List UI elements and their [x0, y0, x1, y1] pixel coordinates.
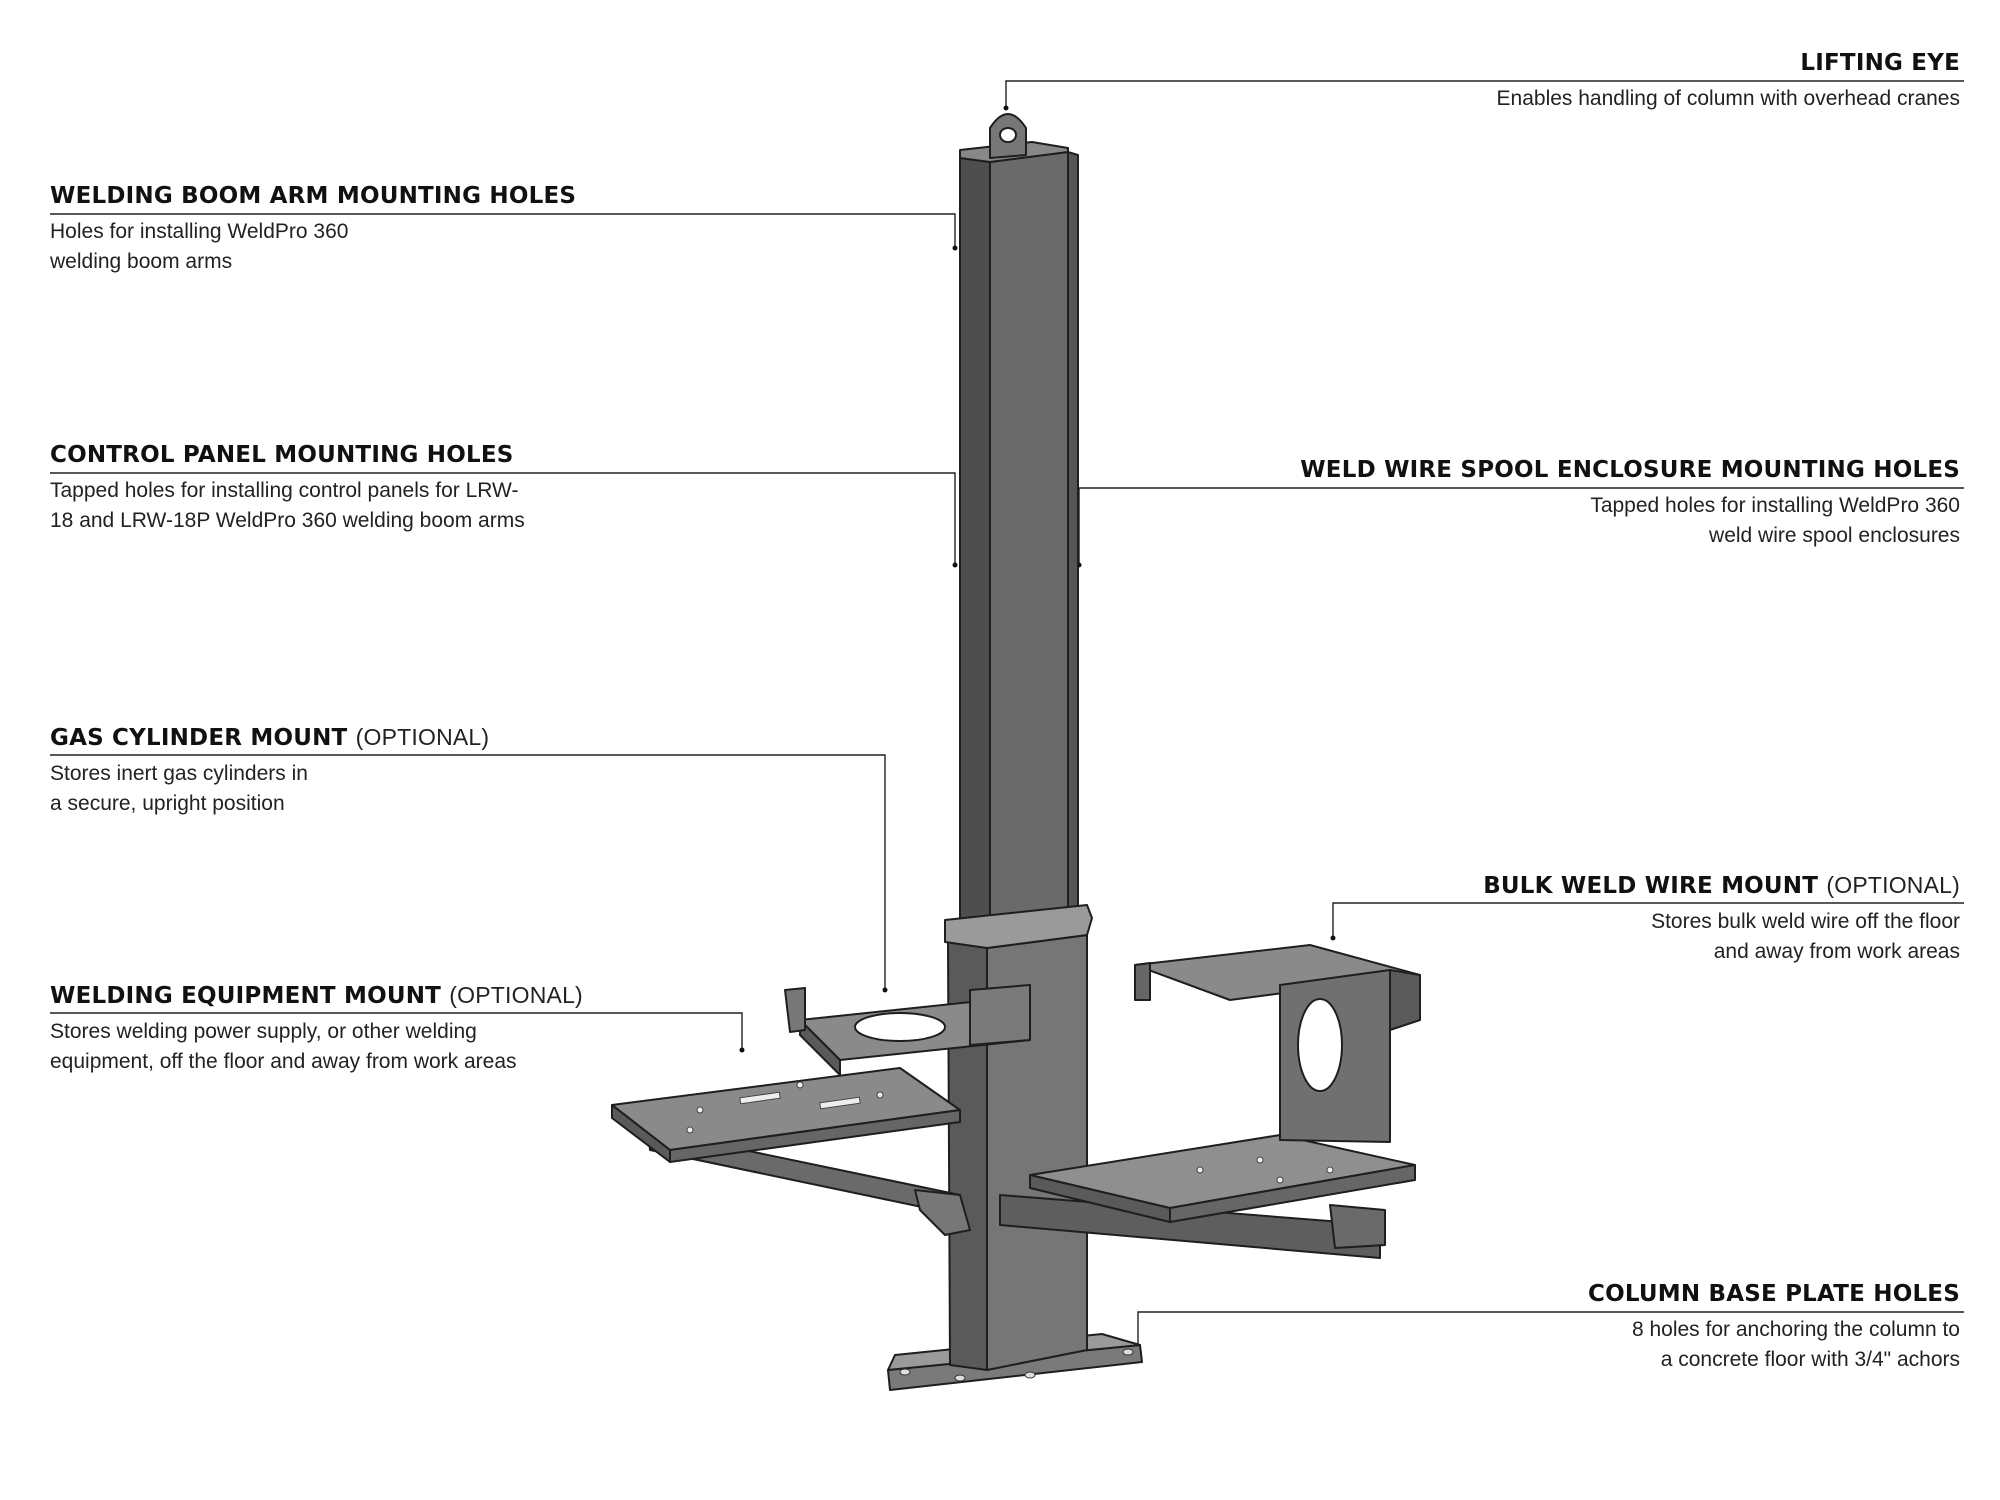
gas-cylinder-mount: [784, 984, 1031, 1076]
leader-equipment-mount: [50, 1012, 743, 1050]
gas-cylinder-mount-desc: Stores inert gas cylinders in a secure, …: [50, 759, 489, 819]
control-panel-holes-desc-line: Tapped holes for installing control pane…: [50, 479, 519, 502]
lifting-eye: [989, 113, 1027, 159]
control-panel-holes-desc: Tapped holes for installing control pane…: [50, 476, 525, 536]
bulk-wire-mount-title: BULK WELD WIRE MOUNT (OPTIONAL): [1483, 872, 1960, 899]
base-plate-holes-desc-line: 8 holes for anchoring the column to: [1631, 1318, 1960, 1341]
equipment-mount-title-text: WELDING EQUIPMENT MOUNT: [50, 983, 442, 1009]
gas-cylinder-mount-desc-line: a secure, upright position: [50, 792, 285, 815]
callout-base-plate-holes: COLUMN BASE PLATE HOLES 8 holes for anch…: [1588, 1281, 1960, 1375]
callout-spool-enclosure-holes: WELD WIRE SPOOL ENCLOSURE MOUNTING HOLES…: [1300, 457, 1960, 551]
spool-enclosure-holes-desc-line: weld wire spool enclosures: [1709, 524, 1960, 547]
callout-boom-arm-holes: WELDING BOOM ARM MOUNTING HOLES Holes fo…: [50, 183, 576, 277]
leader-boom-arm-holes: [50, 213, 956, 248]
leader-lifting-eye: [1005, 80, 1964, 108]
equipment-mount-platform: [611, 1067, 961, 1163]
boom-arm-holes-desc-line: Holes for installing WeldPro 360: [50, 220, 349, 243]
lower-column: [947, 917, 1088, 1371]
base-plate-holes-desc-line: a concrete floor with 3/4" achors: [1660, 1348, 1960, 1371]
leader-gas-cylinder-mount: [50, 754, 886, 990]
lifting-eye-desc: Enables handling of column with overhead…: [1497, 84, 1960, 114]
upper-column: [959, 141, 1079, 941]
column-assembly: [611, 113, 1421, 1391]
spool-enclosure-holes-desc: Tapped holes for installing WeldPro 360 …: [1300, 491, 1960, 551]
leader-lines: [50, 80, 1964, 1350]
bulk-wire-mount-desc-line: and away from work areas: [1713, 940, 1960, 963]
callout-bulk-wire-mount: BULK WELD WIRE MOUNT (OPTIONAL) Stores b…: [1483, 872, 1960, 967]
optional-tag: (OPTIONAL): [449, 982, 583, 1008]
bulk-wire-mount-desc-line: Stores bulk weld wire off the floor: [1651, 910, 1960, 933]
bulk-wire-mount-desc: Stores bulk weld wire off the floor and …: [1483, 907, 1960, 967]
bulk-wire-enclosure: [1134, 944, 1421, 1143]
boom-arm-holes-desc: Holes for installing WeldPro 360 welding…: [50, 217, 576, 277]
leader-control-panel-holes: [50, 472, 956, 565]
boom-arm-holes-desc-line: welding boom arms: [50, 250, 233, 273]
equipment-mount-desc-line: Stores welding power supply, or other we…: [50, 1020, 477, 1043]
bulk-wire-mount-title-text: BULK WELD WIRE MOUNT: [1483, 873, 1819, 899]
boom-arm-holes-title: WELDING BOOM ARM MOUNTING HOLES: [50, 183, 577, 209]
gas-cylinder-mount-title-text: GAS CYLINDER MOUNT: [50, 725, 348, 751]
callout-lifting-eye: LIFTING EYE Enables handling of column w…: [1497, 50, 1960, 114]
callout-gas-cylinder-mount: GAS CYLINDER MOUNT (OPTIONAL) Stores ine…: [50, 724, 489, 819]
bulk-wire-mount-platform: [1029, 1134, 1416, 1223]
equipment-mount-title: WELDING EQUIPMENT MOUNT (OPTIONAL): [50, 982, 583, 1009]
callout-equipment-mount: WELDING EQUIPMENT MOUNT (OPTIONAL) Store…: [50, 982, 583, 1077]
callout-control-panel-holes: CONTROL PANEL MOUNTING HOLES Tapped hole…: [50, 442, 525, 536]
control-panel-holes-title: CONTROL PANEL MOUNTING HOLES: [50, 442, 514, 468]
equipment-mount-desc-line: equipment, off the floor and away from w…: [50, 1050, 517, 1073]
bulk-wire-mount-arm: [999, 1194, 1386, 1259]
gas-cylinder-mount-title: GAS CYLINDER MOUNT (OPTIONAL): [50, 724, 489, 751]
leader-base-plate-holes: [1137, 1311, 1964, 1350]
spool-enclosure-holes-title: WELD WIRE SPOOL ENCLOSURE MOUNTING HOLES: [1300, 457, 1960, 483]
control-panel-holes-desc-line: 18 and LRW-18P WeldPro 360 welding boom …: [50, 509, 525, 532]
base-plate-holes-desc: 8 holes for anchoring the column to a co…: [1588, 1315, 1960, 1375]
optional-tag: (OPTIONAL): [355, 724, 490, 750]
lifting-eye-desc-line: Enables handling of column with overhead…: [1496, 87, 1960, 110]
equipment-mount-desc: Stores welding power supply, or other we…: [50, 1017, 583, 1077]
optional-tag: (OPTIONAL): [1826, 872, 1960, 898]
spool-enclosure-holes-desc-line: Tapped holes for installing WeldPro 360: [1590, 494, 1960, 517]
gas-cylinder-mount-desc-line: Stores inert gas cylinders in: [50, 762, 308, 785]
base-plate-holes-title: COLUMN BASE PLATE HOLES: [1588, 1281, 1960, 1307]
column-collar: [944, 904, 1093, 949]
leader-bulk-wire-mount: [1332, 902, 1964, 938]
lifting-eye-title: LIFTING EYE: [1800, 50, 1960, 76]
